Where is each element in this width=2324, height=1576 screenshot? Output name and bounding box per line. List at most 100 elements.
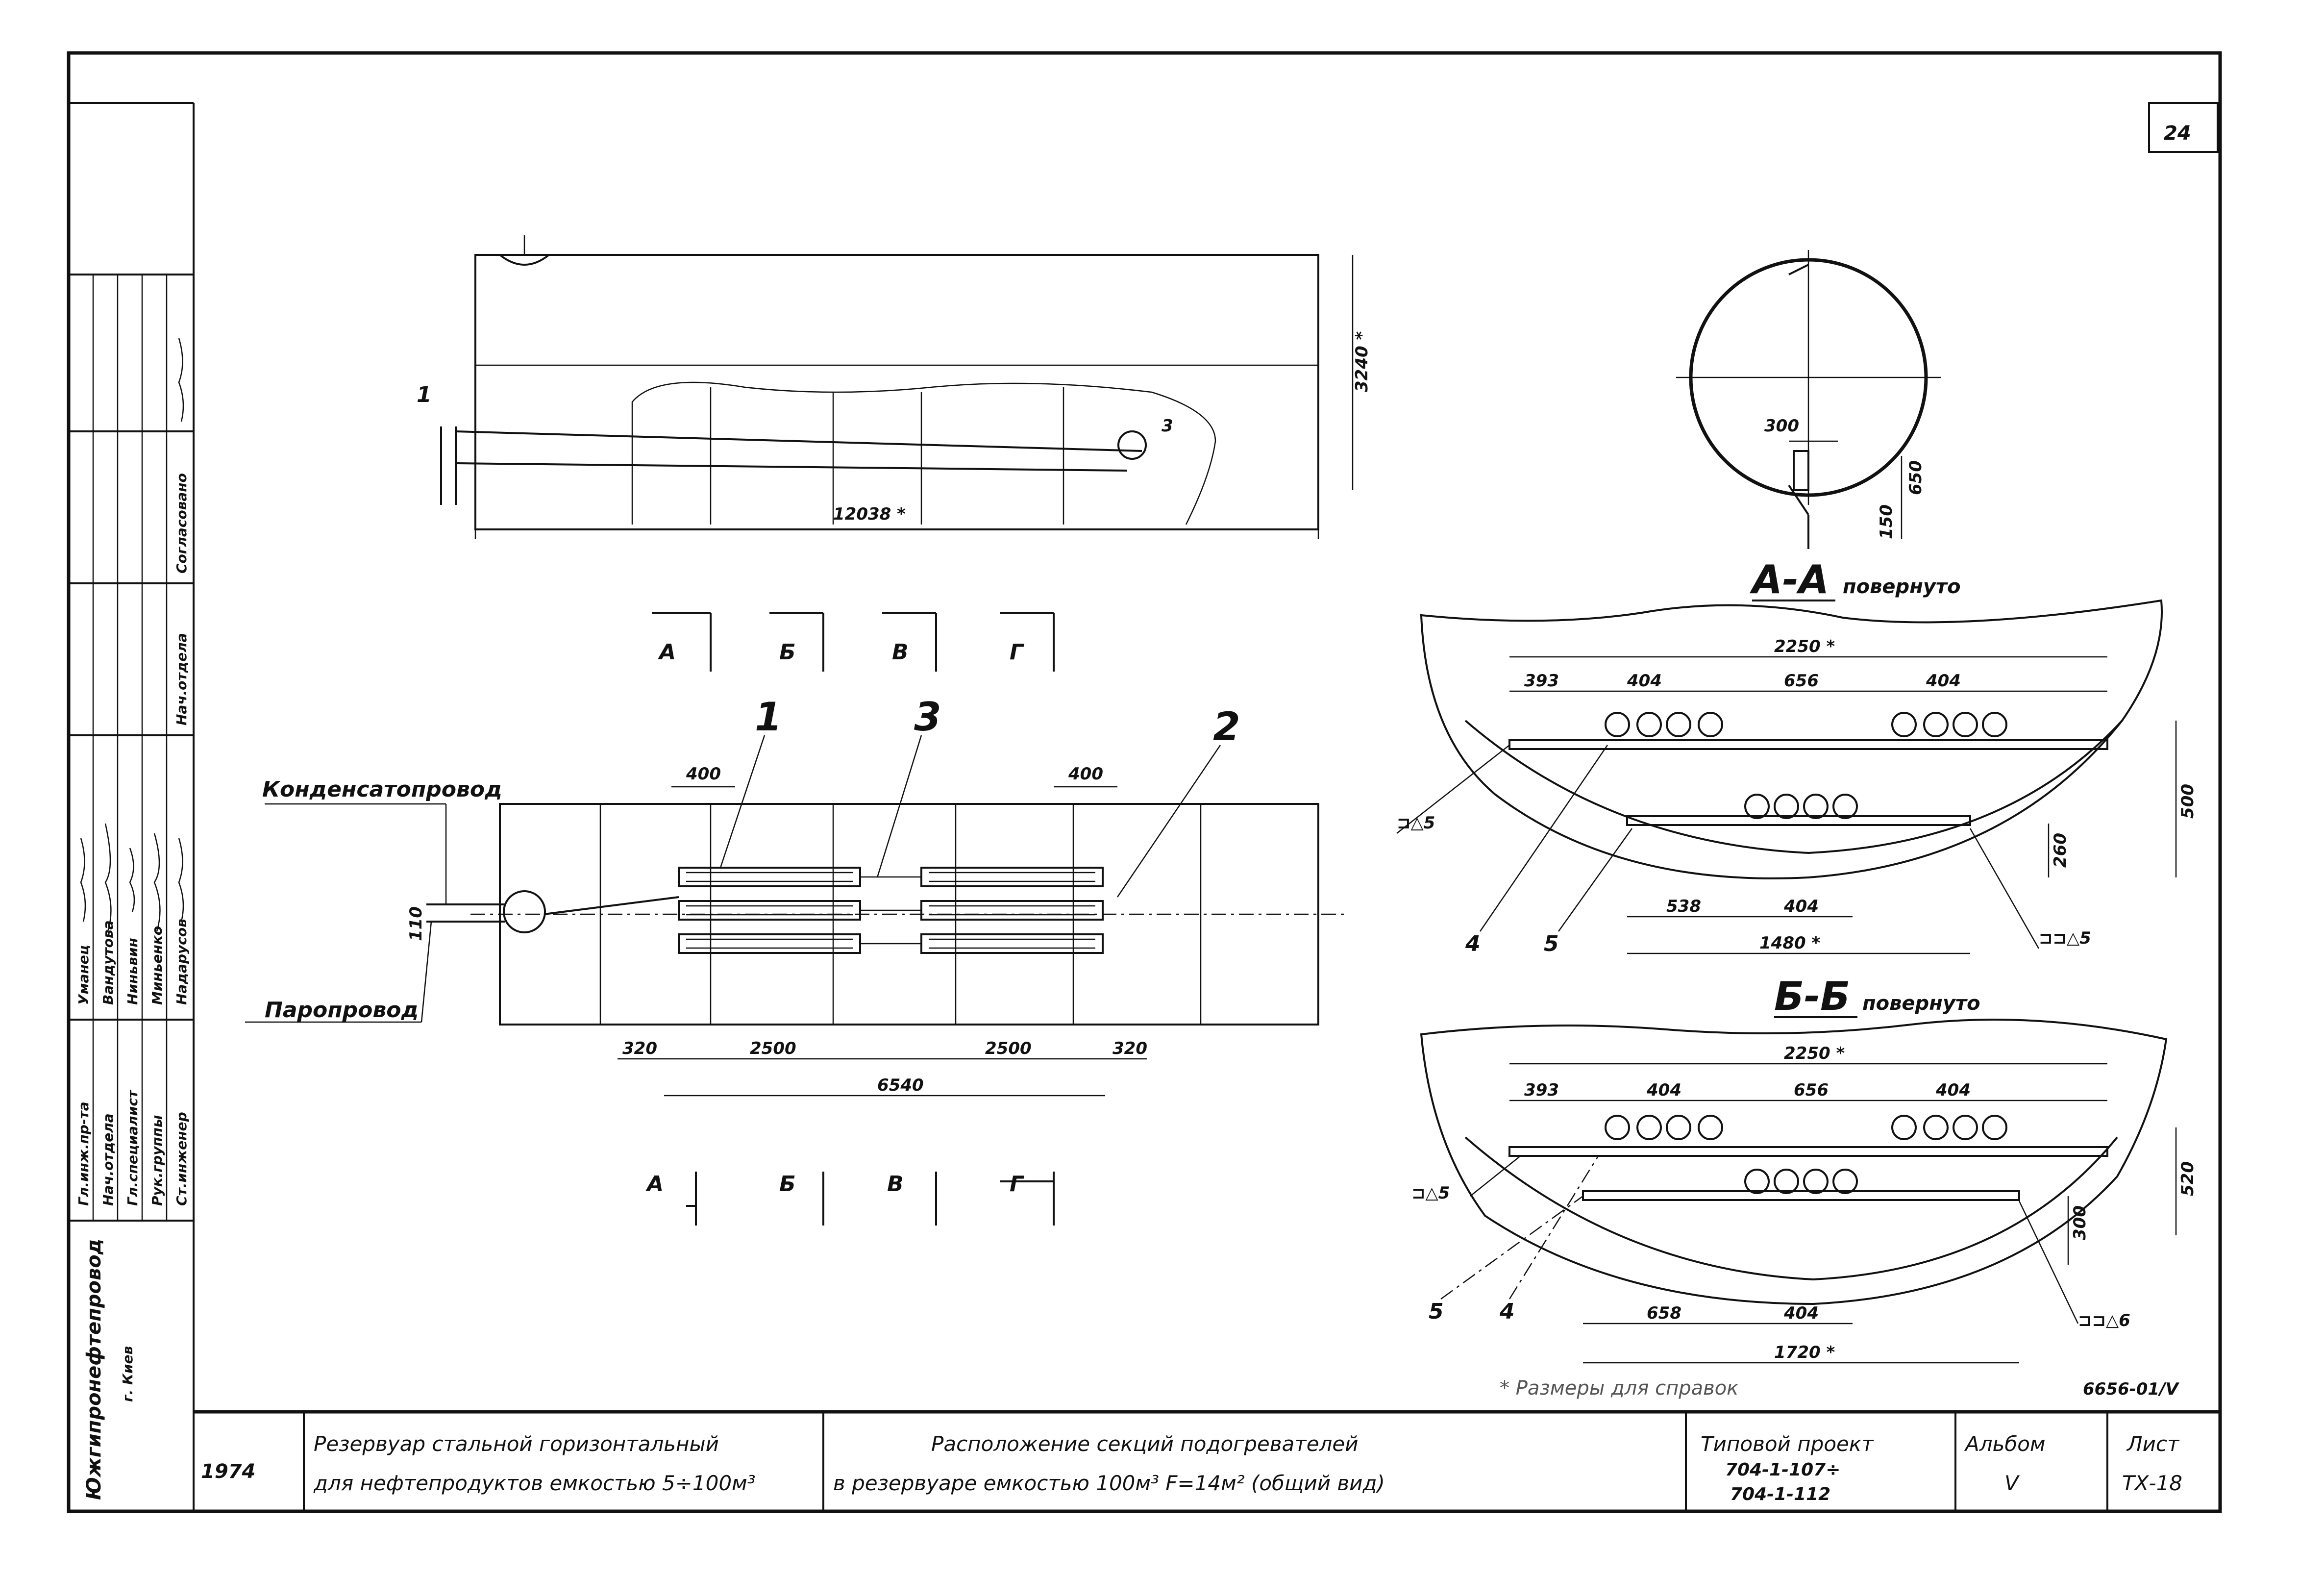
stamp-city: г. Киев xyxy=(120,1346,136,1402)
manhole-hatch xyxy=(499,254,550,266)
aa-dim-1480: 1480 * xyxy=(1759,933,1820,953)
section-aa-title: А-А xyxy=(1749,557,1829,602)
label-steam-line: Паропровод xyxy=(265,998,419,1023)
elev-callout-3: 3 xyxy=(1162,416,1173,436)
mark-bot-g: Г xyxy=(1010,1172,1024,1197)
label-condensate-line: Конденсатопровод xyxy=(262,777,502,802)
bb-dim-1720: 1720 * xyxy=(1774,1343,1835,1362)
mark-bot-a: А xyxy=(645,1172,664,1197)
section-bb-title: Б-Б xyxy=(1774,974,1850,1019)
sheet-corner-box: 24 xyxy=(2148,102,2219,153)
circle-dim-150: 150 xyxy=(1877,504,1896,539)
tb-sheet-title-line1: Расположение секций подогревателей xyxy=(931,1432,1359,1456)
section-aa-subtitle: повернуто xyxy=(1843,575,1961,598)
tank-elevation-outline xyxy=(474,254,1319,530)
stamp-role-3: Гл.специалист xyxy=(124,1089,141,1206)
aa-dim-656: 656 xyxy=(1784,671,1819,691)
bb-dim-300: 300 xyxy=(2070,1205,2090,1240)
tb-project-no-1: 704-1-107÷ xyxy=(1725,1460,1840,1480)
mark-top-v: В xyxy=(892,640,909,665)
bb-inner-shell xyxy=(1464,1136,2118,1281)
aa-dim-overall: 2250 * xyxy=(1774,637,1835,656)
tb-album-label: Альбом xyxy=(1964,1432,2046,1456)
stamp-signature-1 xyxy=(80,838,86,922)
dim-400-right: 400 xyxy=(1068,764,1103,784)
stamp-signature-3 xyxy=(129,848,135,912)
aa-dim-404c: 404 xyxy=(1783,897,1819,916)
dim-320-left: 320 xyxy=(622,1039,657,1058)
bb-dim-658: 658 xyxy=(1647,1303,1681,1323)
heater-section-right-bot xyxy=(920,933,1104,954)
plan-callout-1: 1 xyxy=(755,694,782,740)
elev-length-dim: 12038 * xyxy=(833,504,906,524)
mark-top-g: Г xyxy=(1010,640,1024,665)
tb-sheet-title-line2: в резервуаре емкостью 100м³ F=14м² (общи… xyxy=(833,1471,1385,1495)
aa-dim-404a: 404 xyxy=(1627,671,1662,691)
circle-dim-300: 300 xyxy=(1764,416,1799,436)
plan-view: Конденсатопровод Паропровод 110 1 3 2 40… xyxy=(245,694,1348,1097)
plan-callout-2: 2 xyxy=(1213,704,1240,750)
mark-top-b: Б xyxy=(779,640,796,665)
tb-object-line2: для нефтепродуктов емкостью 5÷100м³ xyxy=(313,1471,756,1495)
aa-dim-500: 500 xyxy=(2178,784,2198,819)
section-bb: Б-Б повернуто 2250 * 393 404 656 404 520… xyxy=(1411,974,2198,1364)
bb-weld-left: ⊐△5 xyxy=(1411,1183,1450,1203)
bb-callout-a: 5 xyxy=(1429,1299,1444,1324)
bb-dim-404c: 404 xyxy=(1783,1303,1819,1323)
stamp-name-3: Ниньвин xyxy=(124,938,141,1005)
stamp-approval-signature xyxy=(178,338,184,422)
bb-dim-404b: 404 xyxy=(1935,1080,1971,1100)
bb-support-beam-top xyxy=(1508,1146,2108,1157)
bb-dim-393: 393 xyxy=(1524,1080,1559,1100)
bb-dim-656: 656 xyxy=(1794,1080,1829,1100)
heater-section-right-mid xyxy=(920,900,1104,921)
stamp-name-1: Уманец xyxy=(75,945,92,1005)
dim-320-right: 320 xyxy=(1113,1039,1147,1058)
title-block: 1974 Резервуар стальной горизонтальный д… xyxy=(194,1410,2220,1511)
circular-cross-section: 300 650 150 xyxy=(1676,250,1941,549)
stamp-signature-5 xyxy=(178,838,184,922)
bb-callout-b: 4 xyxy=(1499,1299,1515,1324)
circle-dim-650: 650 xyxy=(1906,460,1926,495)
side-stamp: Южгипронефтепровод г. Киев Гл.инж.пр-та … xyxy=(68,274,195,1512)
dim-2500-right: 2500 xyxy=(985,1039,1032,1058)
stamp-signature-2 xyxy=(104,823,112,932)
dim-2500-left: 2500 xyxy=(750,1039,796,1058)
aa-dim-404b: 404 xyxy=(1926,671,1961,691)
section-bb-subtitle: повернуто xyxy=(1862,992,1980,1015)
sheet-corner-number: 24 xyxy=(2164,122,2191,145)
stamp-name-4: Миньенко xyxy=(149,926,165,1005)
aa-inner-shell xyxy=(1464,720,2123,854)
stamp-role-1: Гл.инж.пр-та xyxy=(75,1101,92,1206)
section-marks-top: А Б В Г xyxy=(652,612,1055,672)
stamp-role-2: Нач.отдела xyxy=(100,1113,116,1206)
footnote: * Размеры для справок xyxy=(1500,1377,1738,1400)
stamp-approval-1: Согласовано xyxy=(173,473,190,574)
steam-valve xyxy=(503,890,546,933)
tb-sheet-label: Лист xyxy=(2126,1432,2180,1456)
bb-dim-overall: 2250 * xyxy=(1784,1044,1845,1063)
aa-weld-left: ⊐△5 xyxy=(1397,813,1435,833)
bb-dim-404a: 404 xyxy=(1646,1080,1681,1100)
mark-bot-b: Б xyxy=(779,1172,796,1197)
aa-callout-5: 5 xyxy=(1544,931,1559,956)
elev-height-dim: 3240 * xyxy=(1352,331,1372,392)
dim-6540: 6540 xyxy=(877,1076,924,1095)
bb-weld-right: ⊐⊐△6 xyxy=(2078,1311,2130,1330)
aa-outer-shell xyxy=(1420,599,2163,879)
stamp-approval-2: Нач.отдела xyxy=(173,633,190,725)
section-aa: А-А повернуто 2250 * 393 404 656 404 500… xyxy=(1396,557,2198,956)
aa-dim-393: 393 xyxy=(1524,671,1559,691)
stamp-name-5: Надарусов xyxy=(173,919,190,1005)
stamp-org: Южгипронефтепровод xyxy=(83,1239,105,1500)
tb-year: 1974 xyxy=(201,1460,255,1483)
tb-project-no-2: 704-1-112 xyxy=(1730,1484,1830,1504)
aa-support-beam-bottom xyxy=(1626,815,1971,826)
aa-dim-538: 538 xyxy=(1666,897,1701,916)
dim-110: 110 xyxy=(406,906,426,941)
bb-dim-520: 520 xyxy=(2178,1161,2198,1196)
cutaway-outline xyxy=(631,381,1216,525)
bb-outer-shell xyxy=(1420,1019,2168,1305)
section-marks-bottom: А Б В Г xyxy=(645,1172,1055,1226)
